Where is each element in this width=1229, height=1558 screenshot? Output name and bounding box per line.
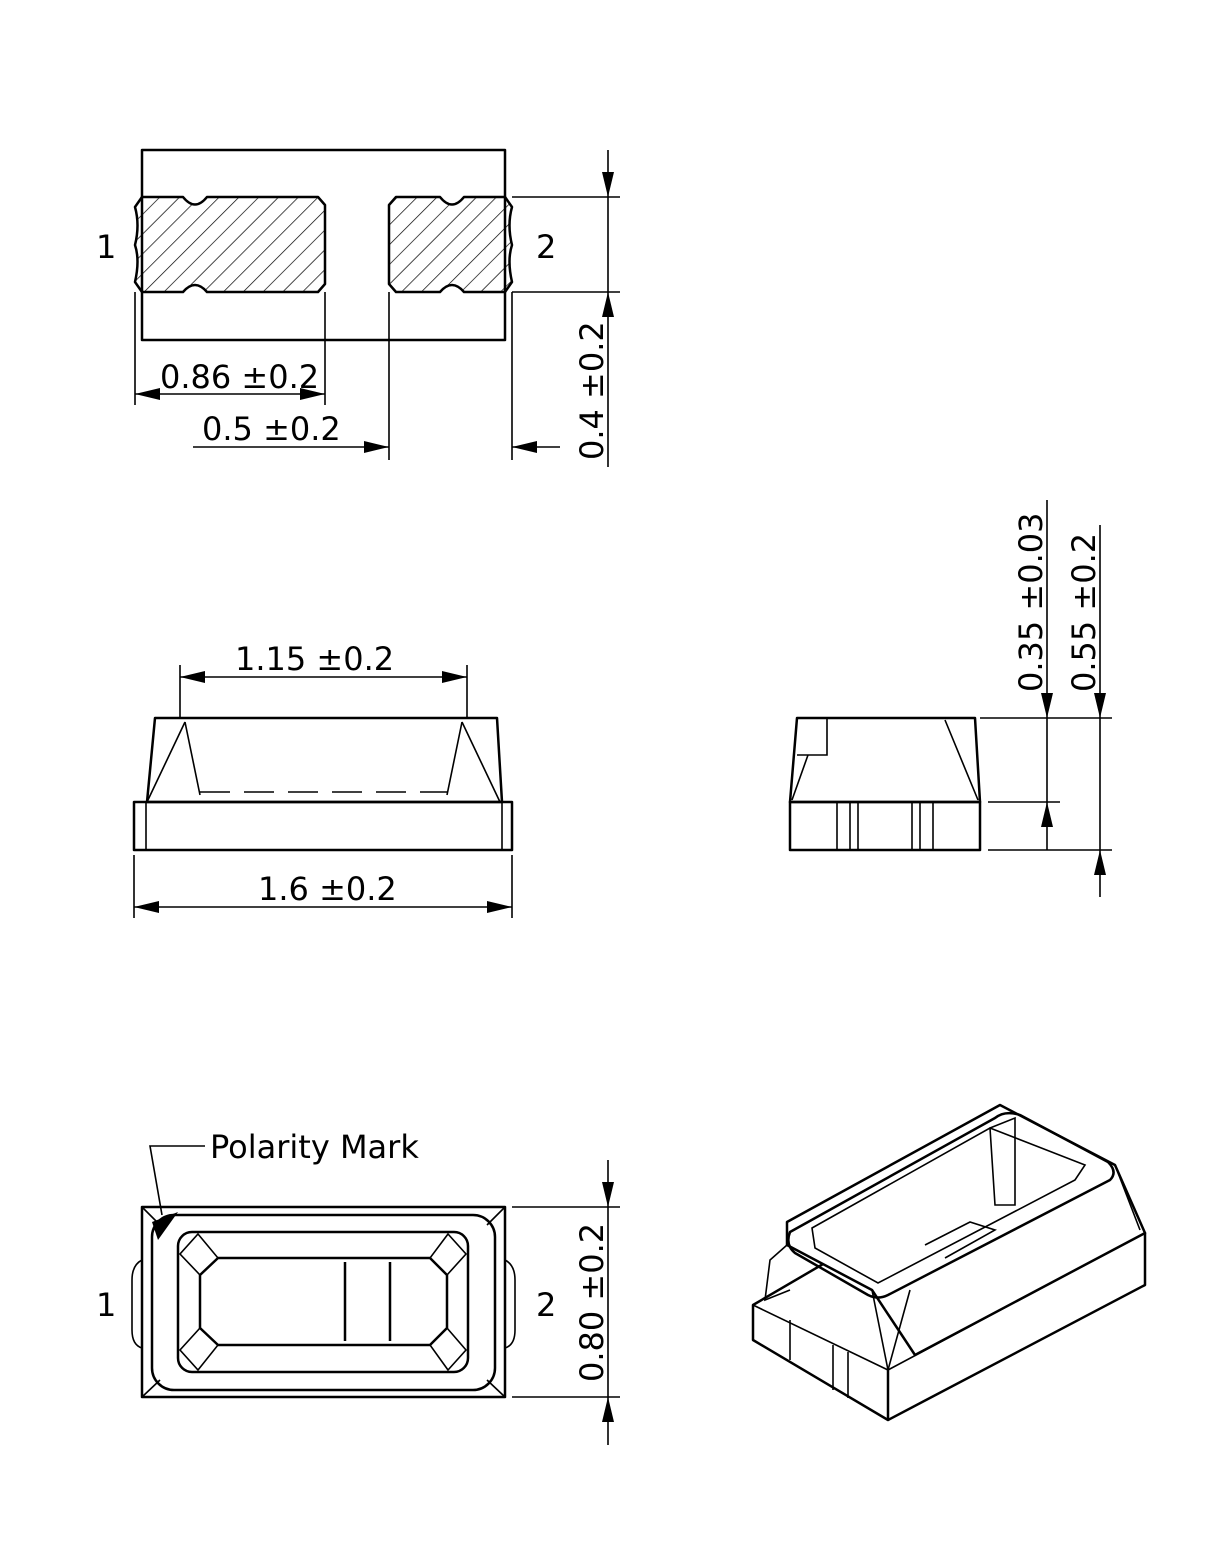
pin-2-label: 2 [536, 1286, 556, 1324]
pin-2-label: 2 [536, 228, 556, 266]
top-view: 1 2 0.86 ±0.2 0.5 ±0.2 0.4 ±0.2 [96, 148, 620, 467]
pin-1-label: 1 [96, 1286, 116, 1324]
dim-lens-width: 1.15 ±0.2 [235, 640, 394, 678]
isometric-view [751, 1103, 1147, 1422]
polarity-mark [152, 1212, 178, 1240]
dim-body-length: 1.6 ±0.2 [258, 870, 397, 908]
pad-1 [133, 195, 327, 294]
polarity-mark-label: Polarity Mark [210, 1128, 419, 1166]
dim-lens-height: 0.35 ±0.03 [1012, 513, 1050, 692]
bottom-view: Polarity Mark 1 2 0.80 ±0.2 [96, 1128, 620, 1445]
dim-total-height: 0.55 ±0.2 [1065, 533, 1103, 692]
dim-width: 0.80 ±0.2 [573, 1223, 611, 1382]
dim-pad-gap: 0.5 ±0.2 [202, 410, 341, 448]
side-view: 0.35 ±0.03 0.55 ±0.2 [788, 500, 1112, 897]
pad-2 [387, 195, 514, 294]
pin-1-label: 1 [96, 228, 116, 266]
dim-pad-height: 0.4 ±0.2 [573, 321, 611, 460]
base-outline [132, 800, 514, 852]
front-view: 1.15 ±0.2 1.6 ±0.2 [132, 640, 514, 918]
dim-pad-width: 0.86 ±0.2 [160, 358, 319, 396]
